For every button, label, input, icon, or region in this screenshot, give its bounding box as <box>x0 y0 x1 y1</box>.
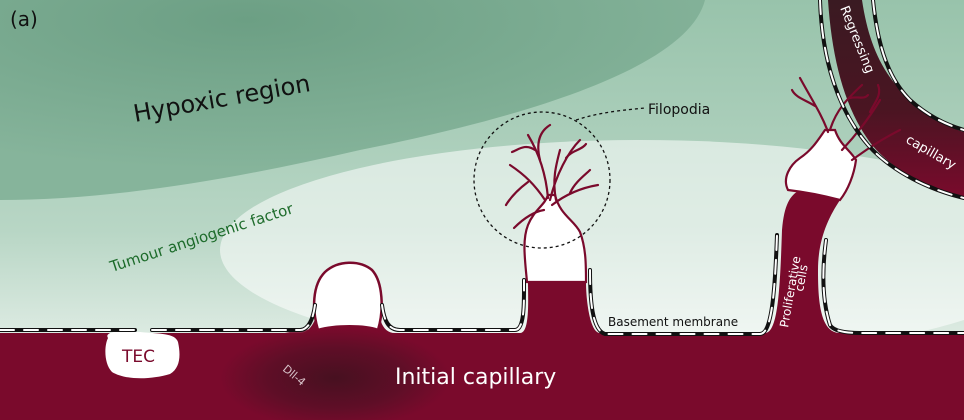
initial-capillary-label: Initial capillary <box>395 365 556 390</box>
panel-label: (a) <box>10 7 38 31</box>
hypoxic-region <box>0 0 705 200</box>
right-sprout-branches <box>790 76 902 162</box>
tec-label: TEC <box>121 347 155 367</box>
filopodia-branches <box>504 123 600 230</box>
filopodia-callout <box>473 107 646 249</box>
filopodia-label: Filopodia <box>648 102 710 118</box>
regressing-capillary <box>828 0 964 198</box>
right-sprout-tip <box>784 128 858 202</box>
basement-membrane-label: Basement membrane <box>608 315 738 329</box>
bud-sprout <box>312 261 383 332</box>
basement-membrane-outline <box>0 0 964 336</box>
proliferative-cells-label: cells <box>792 264 810 293</box>
tec-cell <box>105 331 180 379</box>
dll4-region <box>220 328 450 420</box>
